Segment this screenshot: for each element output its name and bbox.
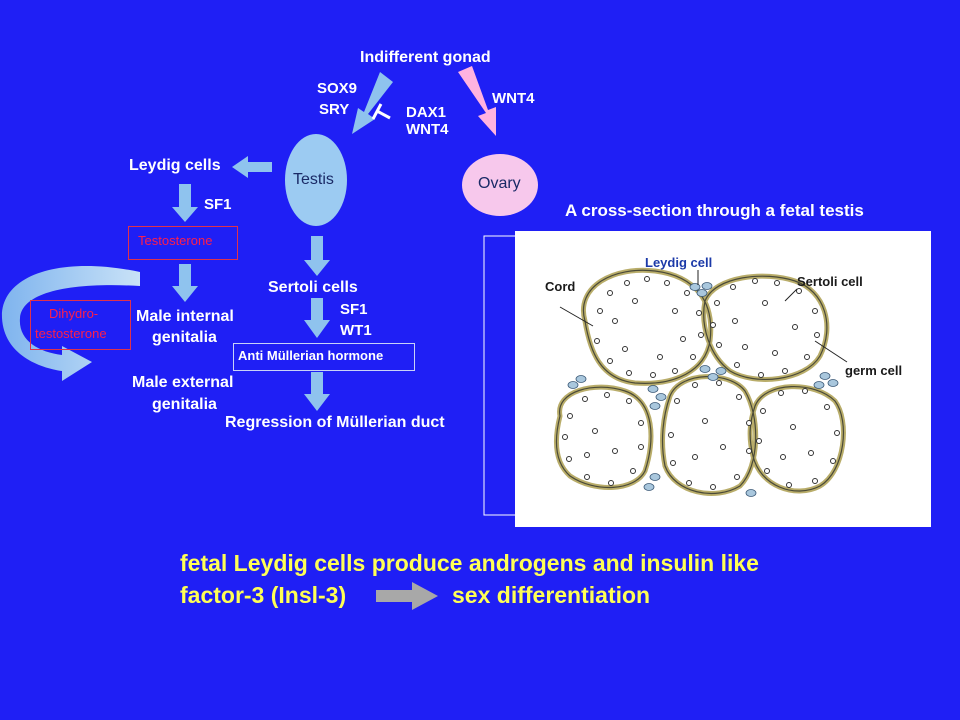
inhibition-mark [371,103,391,120]
testis-shape [285,134,347,226]
arrow-testis-down [304,236,330,276]
bracket [483,235,516,516]
caption-arrow [376,582,438,610]
testosterone-box [128,226,238,260]
leydig-cell-label: Leydig cell [645,255,712,270]
cross-section-image: Cord Leydig cell Sertoli cell germ cell [515,231,931,527]
ovary-label: Ovary [478,175,521,192]
caption-line1: fetal Leydig cells produce androgens and… [180,550,759,576]
dax1-label: DAX1 [406,104,447,121]
arrow-gonad-to-ovary [458,66,496,136]
arrow-testosterone-down [172,264,198,302]
regression-label: Regression of Müllerian duct [225,414,445,431]
male-external-line2: genitalia [152,396,217,413]
curved-arrow [1,265,140,381]
sf1-right-label: SF1 [340,301,368,318]
arrow-sertoli-down [304,298,330,338]
dihydro-label-line2: testosterone [35,326,107,341]
wnt4-ovary-label: WNT4 [492,90,535,107]
testis-cross-section-figure: Cord Leydig cell Sertoli cell germ cell [545,255,902,497]
testis-label: Testis [293,171,334,188]
ovary-shape [462,154,538,216]
sry-label: SRY [319,101,350,118]
caption-line2-right: sex differentiation [452,582,651,608]
cord-label: Cord [545,279,575,294]
male-external-line1: Male external [132,374,234,391]
leydig-cells-label: Leydig cells [129,157,221,174]
amh-label: Anti Müllerian hormone [238,348,384,363]
dihydro-label-line1: Dihydro- [49,306,99,321]
arrow-amh-down [304,372,330,411]
arrow-gonad-to-testis [352,72,393,134]
cross-section-title: A cross-section through a fetal testis [565,201,864,220]
arrow-testis-to-leydig [232,156,272,178]
germ-cell-label: germ cell [845,363,902,378]
testosterone-label: Testosterone [138,233,213,248]
sertoli-cell-label: Sertoli cell [797,274,863,289]
arrow-leydig-down [172,184,198,222]
dihydrotestosterone-box [30,300,131,350]
indifferent-gonad-label: Indifferent gonad [360,49,491,66]
amh-box [233,343,415,371]
caption-line2-left: factor-3 (Insl-3) [180,582,347,608]
sox9-label: SOX9 [317,80,358,97]
wt1-label: WT1 [340,322,372,339]
sf1-left-label: SF1 [204,196,232,213]
male-internal-line2: genitalia [152,329,217,346]
sertoli-cells-label: Sertoli cells [268,279,358,296]
wnt4-inhibitor-label: WNT4 [406,121,449,138]
male-internal-line1: Male internal [136,308,234,325]
